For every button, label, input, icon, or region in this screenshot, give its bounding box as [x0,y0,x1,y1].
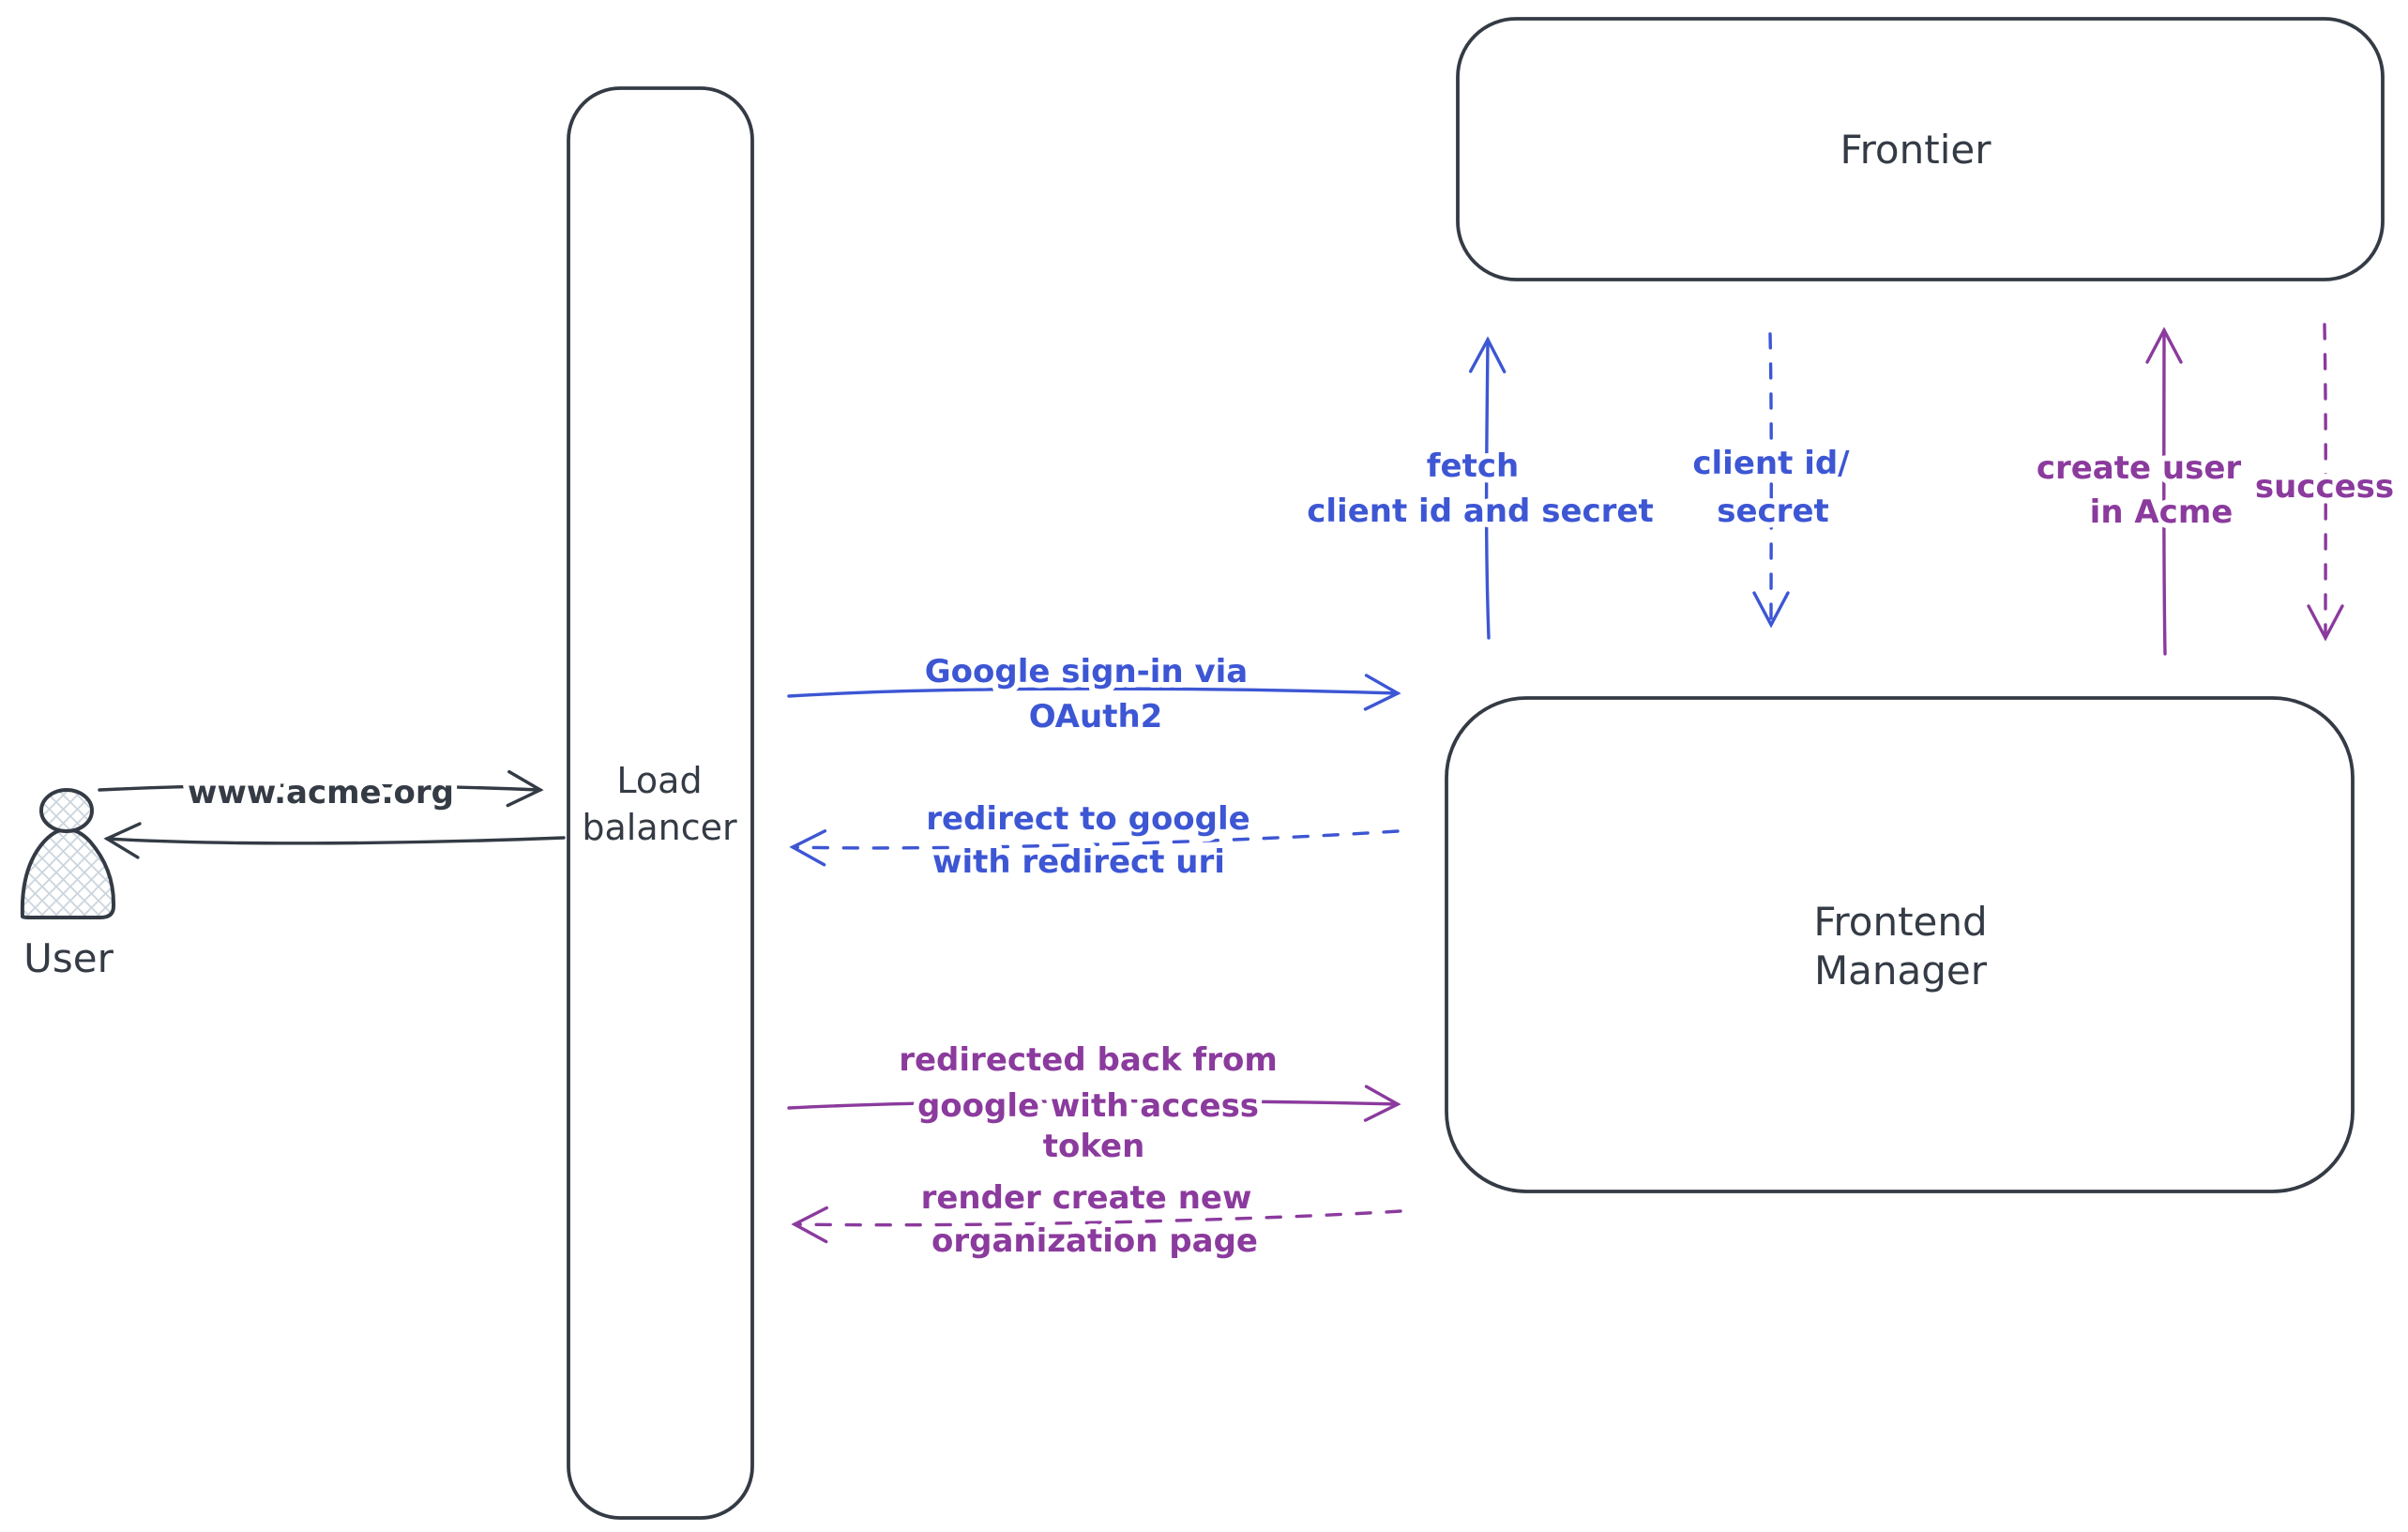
label-client-id-secret-line1: client id/ [1692,445,1850,482]
arrow-create-user [2145,326,2183,656]
label-google-signin-line2: OAuth2 [1029,698,1163,736]
user-head [39,788,94,833]
label-redirected-back-line1: redirected back from [899,1041,1278,1079]
label-render-page-line2: organization page [931,1222,1258,1260]
label-www-acme: www.acme.org [188,774,454,812]
load-balancer-label-line2: balancer [582,807,737,848]
arrow-render-page [791,1206,1402,1244]
label-client-id-secret-line2: secret [1717,493,1829,530]
frontier-box [1456,17,2385,281]
arrow-google-signin [787,674,1401,711]
user-figure [20,788,116,919]
load-balancer-label-line1: Load [616,760,702,801]
frontend-manager-label-line2: Manager [1814,948,1988,994]
arrow-client-id-secret [1752,332,1790,629]
user-body [20,827,116,919]
arrow-fetch-client-id [1468,336,1507,640]
label-fetch-line2: client id and secret [1307,493,1654,530]
arrow-lb-to-user [103,822,566,859]
arrow-redirect-to-google [789,829,1400,867]
frontier-label: Frontier [1840,127,1992,173]
label-redirect-line2: with redirect uri [932,843,1225,881]
label-success: success [2255,468,2394,506]
label-create-user-line1: create user [2037,449,2242,487]
arrow-redirected-back [787,1085,1401,1122]
frontend-manager-box [1445,696,2355,1193]
user-label: User [23,935,114,981]
label-render-page-line1: render create new [921,1179,1252,1217]
label-redirected-back-line2: google with access [917,1087,1259,1125]
label-create-user-line2: in Acme [2090,493,2234,531]
load-balancer-box [567,86,754,1520]
label-google-signin-line1: Google sign-in via [925,653,1249,690]
label-fetch-line1: fetch [1427,447,1519,485]
label-redirect-line1: redirect to google [926,800,1249,838]
arrow-www-acme [98,769,544,808]
label-redirected-back-line3: token [1043,1128,1145,1165]
frontend-manager-label-line1: Frontend [1813,899,1987,945]
